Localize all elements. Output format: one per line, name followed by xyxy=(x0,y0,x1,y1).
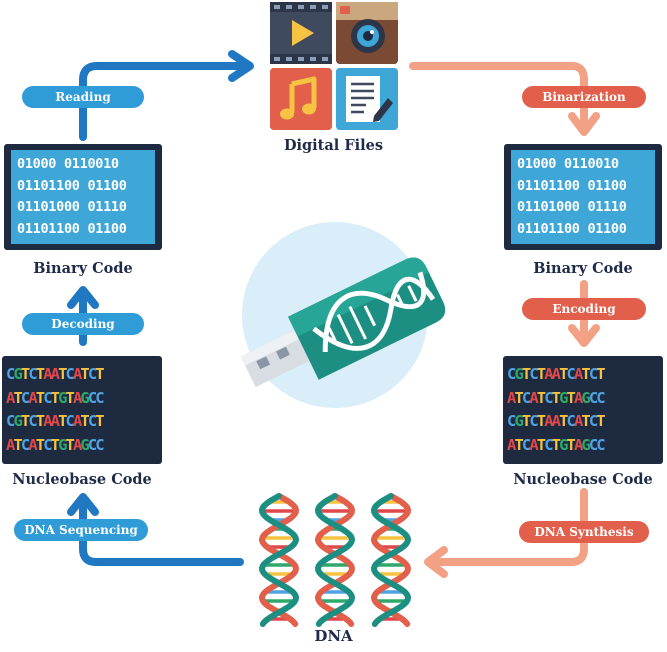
dna-label: DNA xyxy=(314,627,353,645)
binary-line: 01101100 01100 xyxy=(17,177,127,194)
helix-strand xyxy=(258,493,300,627)
nucleobase-code-label-right: Nucleobase Code xyxy=(513,471,653,488)
digital-files-title: Digital Files xyxy=(283,137,384,154)
video-file-icon xyxy=(270,2,332,64)
nucleobase-line: ATCATCTGTAGCC xyxy=(6,435,105,454)
reading-step-label: Reading xyxy=(22,86,144,108)
binary-line: 01000 0110010 xyxy=(17,156,119,172)
binary-code-label-right: Binary Code xyxy=(533,260,633,277)
nucleobase-line: ATCATCTGTAGCC xyxy=(507,388,606,407)
binary-line: 01101000 01110 xyxy=(17,199,127,215)
nucleobase-line: CGTCTAATCATCT xyxy=(6,365,105,383)
binary-line: 01101100 01100 xyxy=(517,220,627,237)
helix-strand xyxy=(314,493,356,627)
usb-dna-drive-icon xyxy=(240,222,446,408)
binarization-arrow xyxy=(409,62,600,136)
binary-line: 01000 0110010 xyxy=(517,156,619,172)
camera-file-icon xyxy=(336,2,398,64)
nucleobase-line: CGTCTAATCATCT xyxy=(6,412,105,430)
binary-code-label-left: Binary Code xyxy=(33,260,133,277)
decoding-step-label: Decoding xyxy=(22,313,144,335)
helix-strand xyxy=(258,493,300,627)
binary-line: 01101100 01100 xyxy=(517,177,627,194)
nucleobase-line: CGTCTAATCATCT xyxy=(507,412,606,430)
encoding-step-label: Encoding xyxy=(522,298,646,320)
dna-sequencing-arrow xyxy=(67,493,244,566)
nucleobase-line: ATCATCTGTAGCC xyxy=(507,435,606,454)
dna-helix-icon xyxy=(258,493,412,627)
binary-line: 01101000 01110 xyxy=(517,199,627,215)
nucleobase-code-block-right: CGTCTAATCATCT ATCATCTGTAGCC CGTCTAATCATC… xyxy=(503,356,663,464)
nucleobase-code-label-left: Nucleobase Code xyxy=(12,471,152,488)
dna-sequencing-step-label: DNA Sequencing xyxy=(14,519,148,541)
binary-code-screen-right: 01000 0110010 01101100 01100 01101000 01… xyxy=(504,144,662,250)
music-file-icon xyxy=(270,68,332,130)
binarization-step-label: Binarization xyxy=(522,86,646,108)
dna-synthesis-step-label: DNA Synthesis xyxy=(519,521,649,543)
reading-arrow xyxy=(79,50,254,141)
binary-code-screen-left: 01000 0110010 01101100 01100 01101000 01… xyxy=(4,144,162,250)
helix-strand xyxy=(370,493,412,627)
nucleobase-line: ATCATCTGTAGCC xyxy=(6,388,105,407)
nucleobase-code-block-left: CGTCTAATCATCT ATCATCTGTAGCC CGTCTAATCATC… xyxy=(2,356,162,464)
nucleobase-line: CGTCTAATCATCT xyxy=(507,365,606,383)
document-file-icon xyxy=(336,68,398,130)
binary-line: 01101100 01100 xyxy=(17,220,127,237)
dna-synthesis-arrow xyxy=(424,488,588,578)
helix-strand xyxy=(314,493,356,627)
helix-strand xyxy=(370,493,412,627)
